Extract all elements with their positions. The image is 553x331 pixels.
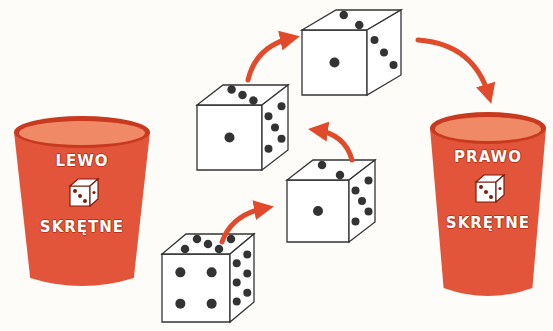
die-pip — [390, 61, 398, 69]
dice — [162, 10, 401, 322]
die-pip — [238, 91, 247, 100]
die-pip — [227, 85, 236, 94]
cup-outline — [428, 108, 548, 302]
cup-word: LEWO — [55, 152, 108, 170]
die-face — [287, 180, 349, 242]
die-pip — [318, 161, 327, 170]
die-pip — [355, 21, 364, 30]
die-pip — [352, 187, 360, 195]
die-pip — [278, 102, 286, 110]
die-face — [230, 234, 254, 322]
die-icon — [468, 170, 508, 210]
curved-arrow — [222, 208, 266, 242]
die-face — [262, 85, 288, 170]
die-pip — [243, 289, 251, 297]
die-pip — [225, 133, 235, 143]
die-pip — [352, 218, 360, 226]
cup-inside — [435, 117, 541, 141]
die-pip — [204, 240, 213, 249]
die-pip — [365, 177, 373, 185]
cup-label: LEWO SKRĘTNE — [12, 112, 152, 236]
die-icon — [62, 174, 102, 214]
die-face — [162, 254, 230, 322]
cup-word: SKRĘTNE — [446, 214, 530, 232]
cup-word: PRAWO — [454, 148, 522, 166]
curved-arrow — [418, 40, 489, 96]
cup-rim — [430, 112, 546, 144]
dice-cup: LEWO SKRĘTNE — [12, 112, 152, 292]
die-pip — [243, 251, 251, 259]
die — [302, 10, 401, 95]
curved-arrow — [248, 38, 292, 80]
die — [162, 234, 254, 322]
die-pip — [271, 124, 279, 132]
cup-word: SKRĘTNE — [40, 218, 124, 236]
die-pip — [313, 206, 323, 216]
cup-rim — [14, 116, 150, 148]
die — [287, 160, 375, 242]
die-pip — [265, 112, 273, 120]
die-face — [367, 10, 401, 95]
die-face — [197, 105, 262, 170]
die-pip — [193, 235, 202, 244]
die-pip — [365, 208, 373, 216]
cup-body — [430, 128, 546, 296]
die-pip — [175, 299, 185, 309]
die-pip — [370, 36, 378, 44]
die-face — [349, 160, 375, 242]
dice-cup: PRAWO SKRĘTNE — [428, 108, 548, 302]
die-pip — [249, 96, 257, 105]
cup-inside — [19, 121, 145, 145]
cup-label: PRAWO SKRĘTNE — [428, 108, 548, 232]
die-pip — [227, 235, 236, 244]
die-pip — [233, 297, 241, 305]
die-pip — [215, 245, 224, 254]
die-pip — [358, 197, 366, 205]
die — [197, 85, 288, 170]
die-pip — [207, 299, 217, 309]
die-pip — [340, 11, 349, 20]
die-pip — [265, 145, 273, 153]
die-pip — [278, 135, 286, 143]
die-pip — [330, 58, 340, 68]
die-pip — [181, 245, 190, 254]
die-pip — [175, 267, 185, 277]
curved-arrow — [316, 130, 352, 160]
die-pip — [380, 49, 388, 57]
die-pip — [233, 278, 241, 286]
die-face — [302, 30, 367, 95]
die-pip — [233, 259, 241, 267]
die-pip — [207, 267, 217, 277]
die-pip — [243, 270, 251, 278]
die-pip — [336, 171, 345, 180]
cup-body — [14, 132, 150, 286]
